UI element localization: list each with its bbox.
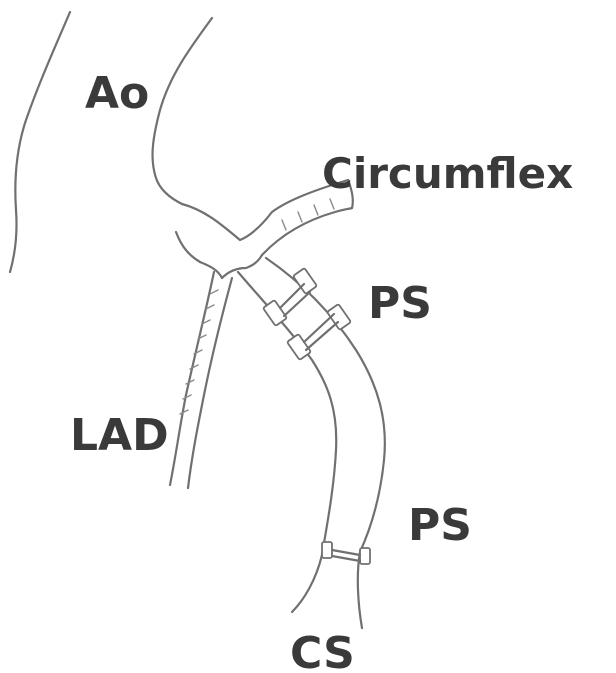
- label-circumflex: Circumflex: [322, 149, 573, 198]
- vessel-hatching: [180, 199, 334, 414]
- label-ps-lower: PS: [408, 500, 472, 551]
- label-aorta: Ao: [85, 68, 149, 119]
- label-lad: LAD: [70, 410, 169, 461]
- suture-clips-upper: [263, 268, 351, 360]
- label-ps-upper: PS: [368, 278, 432, 329]
- aorta: [10, 12, 212, 272]
- label-cs: CS: [290, 628, 355, 673]
